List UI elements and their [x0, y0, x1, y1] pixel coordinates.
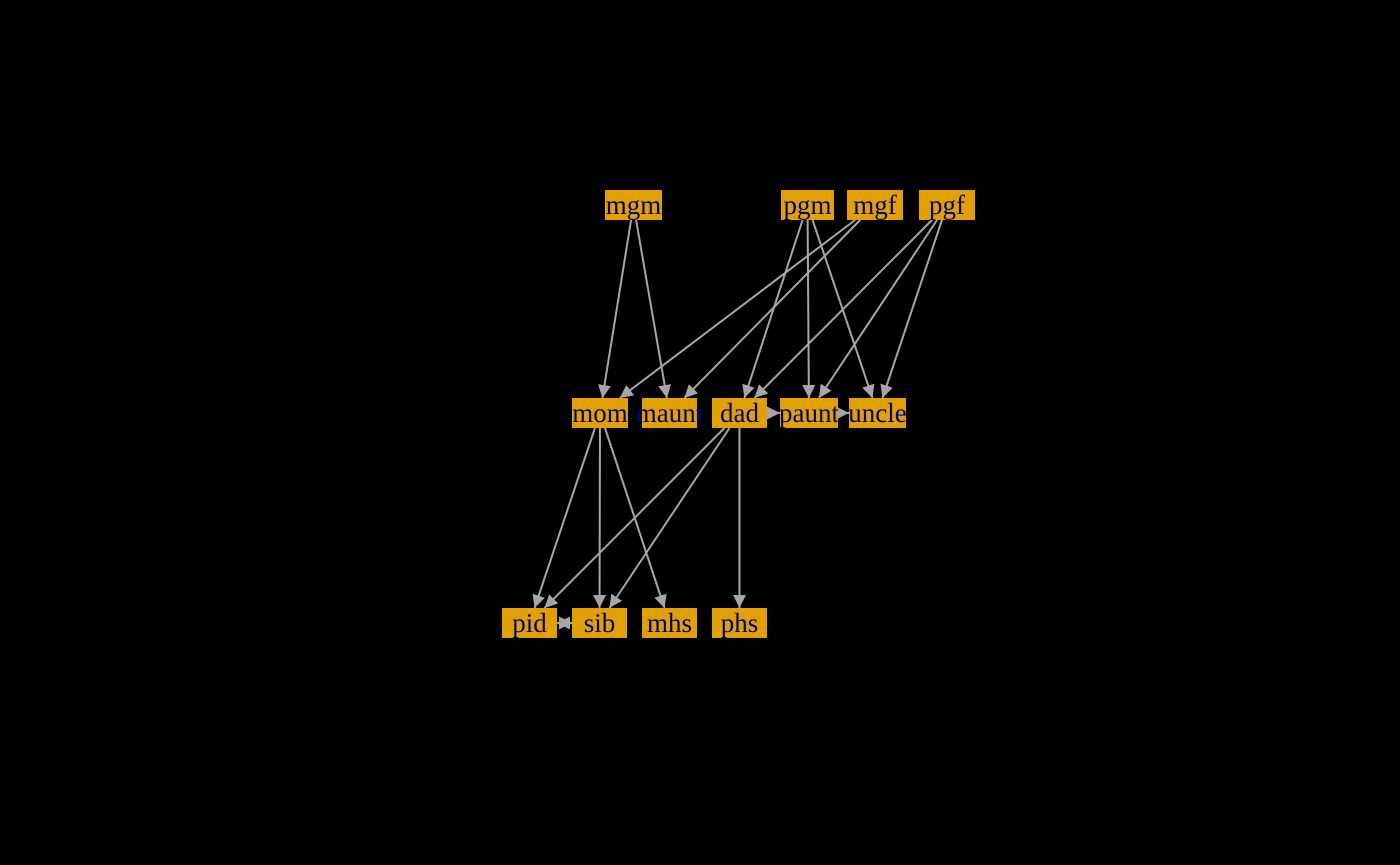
node-sib: sib	[572, 608, 627, 638]
edge-mom-pid	[532, 427, 596, 609]
node-paunt: paunt	[779, 397, 839, 428]
edge-mgf-mom	[619, 219, 856, 399]
edge-dad-pid	[543, 427, 726, 609]
edge-pgf-uncle	[880, 219, 943, 399]
node-dad: dad	[712, 398, 767, 428]
node-mgm: mgm	[605, 189, 662, 220]
node-maunt: maunt	[635, 397, 704, 428]
node-pgm: pgm	[781, 190, 834, 220]
edge-dad-sib	[608, 427, 731, 609]
node-mgf: mgf	[847, 190, 903, 220]
edge-mgm-maunt	[635, 219, 672, 399]
edge-mgm-mom	[598, 219, 633, 399]
node-mhs: mhs	[642, 608, 697, 638]
edge-pgf-dad	[753, 219, 933, 399]
node-mom: mom	[572, 397, 628, 428]
edge-pgm-paunt	[802, 219, 816, 399]
edge-pgf-paunt	[818, 219, 938, 399]
edge-pgm-dad	[742, 219, 804, 399]
node-phs: phs	[712, 608, 767, 638]
node-pgf: pgf	[919, 190, 975, 220]
node-pid: pid	[502, 608, 557, 638]
edge-mgf-maunt	[683, 219, 861, 399]
node-uncle: uncle	[848, 397, 907, 428]
